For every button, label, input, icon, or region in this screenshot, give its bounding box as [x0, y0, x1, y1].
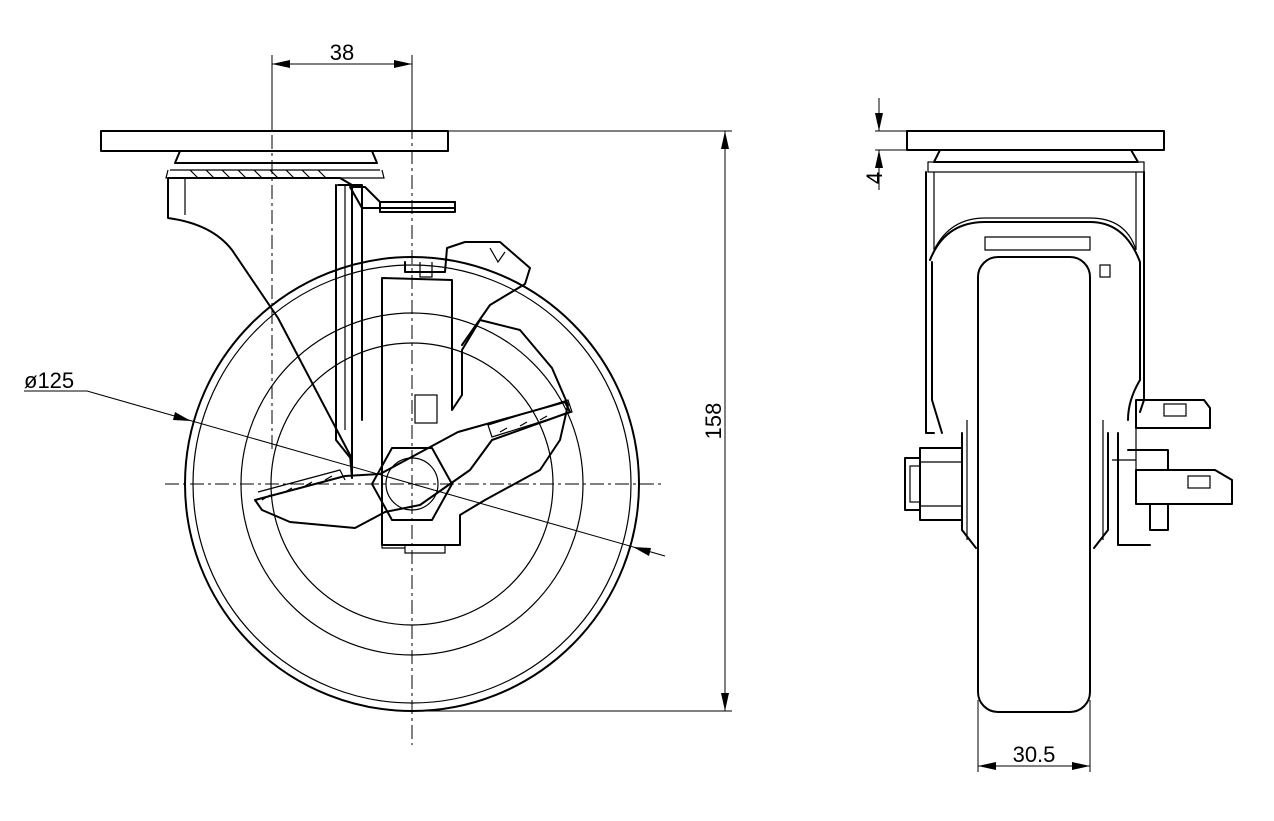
dimension-offset-label: 38	[330, 40, 354, 65]
dimension-diameter: ø125	[24, 368, 666, 557]
top-plate	[100, 130, 449, 179]
front-view: 4 30.5	[862, 98, 1233, 772]
dimension-height-label: 158	[701, 403, 726, 440]
dimension-diameter-label: ø125	[24, 368, 74, 393]
front-brake-pedal	[1112, 399, 1233, 546]
dimension-height: 158	[412, 130, 732, 712]
brake-assembly	[254, 186, 573, 554]
side-view: 38 158 ø125	[24, 40, 732, 745]
dimension-width: 30.5	[977, 700, 1091, 772]
front-top-plate	[906, 130, 1165, 173]
dimension-plate-thickness-label: 4	[862, 172, 887, 184]
front-fork	[925, 171, 1145, 549]
fork	[167, 177, 363, 479]
dimension-width-label: 30.5	[1013, 742, 1056, 767]
dimension-offset: 38	[271, 40, 413, 131]
dimension-plate-thickness: 4	[862, 98, 907, 190]
front-wheel	[977, 256, 1091, 713]
front-axle-nut	[904, 447, 963, 521]
axle-nut	[371, 447, 453, 521]
